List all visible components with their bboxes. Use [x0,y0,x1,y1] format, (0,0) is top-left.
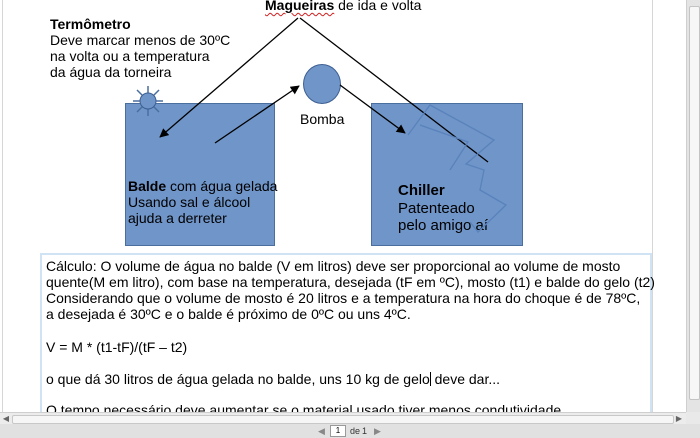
status-bar: ◀ 1 de 1 ▶ [0,424,700,438]
chiller-line: Patenteado [398,200,475,217]
termometro-line: da água da torneira [50,64,172,80]
page-number-input[interactable]: 1 [330,425,346,437]
termometro-line: na volta ou a temperatura [50,48,210,64]
horizontal-scrollbar[interactable]: ◀ ▶ [0,412,686,425]
page-margin-line [652,0,653,412]
hose-arrow [159,17,489,163]
document-page: Magueiras de ida e volta Termômetro Deve… [0,0,686,412]
balde-line: Usando sal e álcool [128,194,251,210]
diagram-title: Magueiras de ida e volta [265,0,422,13]
prev-page-icon[interactable]: ◀ [318,426,325,436]
calculation-text-frame[interactable]: Cálculo: O volume de água no balde (V em… [40,253,655,412]
page-of-label: de [350,426,361,436]
chiller-title: Chiller [398,182,445,199]
termometro-line: Deve marcar menos de 30ºC [50,32,231,48]
page-total: 1 [362,426,368,436]
text-cursor [429,372,431,386]
calc-line: quente(M em litro), com base na temperat… [46,274,655,290]
vertical-scroll-thumb[interactable] [689,6,700,400]
chiller-coil [407,104,508,233]
termometro-title: Termômetro [50,16,131,32]
page-margin-line [2,0,3,412]
bomba-label: Bomba [300,111,345,127]
chiller-line: pelo amigo aí [398,217,489,234]
scroll-right-icon[interactable]: ▶ [675,414,683,423]
balde-title-line: Balde com água gelada [128,178,278,194]
balde-box[interactable] [125,103,275,246]
calc-last-line: O tempo necessário deve aumentar se o ma… [46,402,566,412]
next-page-icon[interactable]: ▶ [374,426,381,436]
horizontal-scroll-thumb[interactable] [12,415,674,424]
balde-line: ajuda a derreter [128,210,227,226]
scroll-left-icon[interactable]: ◀ [2,414,10,423]
calc-line: a desejada é 30ºC e o balde é próximo de… [46,306,411,322]
bomba-circle[interactable] [303,64,341,104]
vertical-scrollbar[interactable] [686,0,700,412]
calc-line: Cálculo: O volume de água no balde (V em… [46,258,621,274]
calc-result: o que dá 30 litros de água gelada no bal… [46,371,501,387]
calc-formula: V = M * (t1-tF)/(tF – t2) [46,339,188,355]
diagram-graphics [133,17,508,233]
sun-icon [133,86,163,116]
calc-line: Considerando que o volume de mosto é 20 … [46,290,641,306]
